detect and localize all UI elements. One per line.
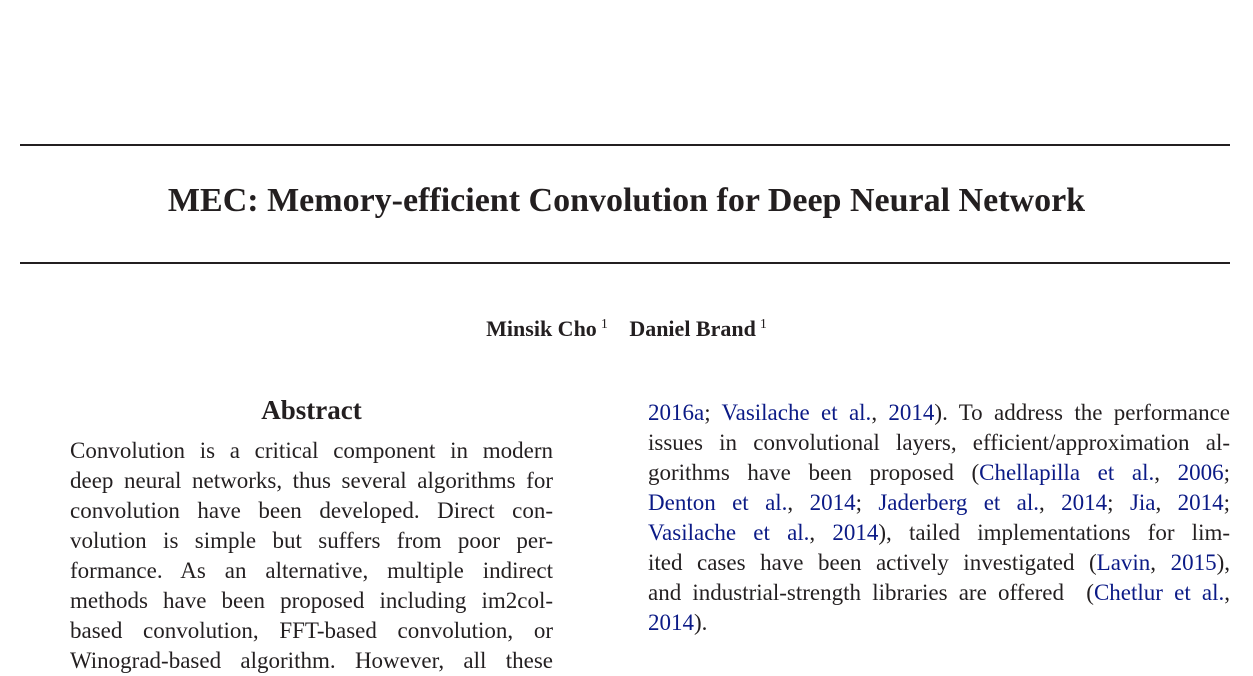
body-text: ,	[809, 520, 833, 545]
citation-link[interactable]: Vasilache et al.	[721, 400, 872, 425]
body-text: issues in convolutional layers, efficien…	[648, 430, 1230, 455]
body-text: ), tailed implementations for lim-	[878, 520, 1231, 545]
abstract-line: deep neural networks, thus several algor…	[70, 468, 553, 493]
body-text: ),	[1216, 550, 1230, 575]
citation-link[interactable]: 2014	[832, 520, 879, 545]
introduction-body: 2016a; Vasilache et al., 2014). To addre…	[648, 398, 1230, 638]
body-text: ,	[871, 400, 889, 425]
abstract-line: formance. As an alternative, multiple in…	[70, 558, 553, 583]
body-text: ,	[1039, 490, 1062, 515]
abstract-line: volution is simple but suffers from poor…	[70, 528, 553, 553]
body-line: and industrial-strength libraries are of…	[648, 578, 1230, 608]
title-rule-bottom	[20, 262, 1230, 264]
citation-link[interactable]: 2014	[888, 400, 935, 425]
body-text: ).	[694, 610, 708, 635]
body-text: ,	[1155, 490, 1178, 515]
body-text: ,	[1224, 580, 1231, 605]
author-name: Daniel Brand	[629, 316, 756, 341]
abstract-line: methods have been proposed including im2…	[70, 588, 553, 613]
citation-link[interactable]: 2006	[1177, 460, 1224, 485]
body-text: ). To address the performance	[934, 400, 1230, 425]
abstract-body: Convolution is a critical component in m…	[70, 436, 553, 676]
body-text: ,	[787, 490, 810, 515]
body-line: ited cases have been actively investigat…	[648, 548, 1230, 578]
body-text: and industrial-strength libraries are of…	[648, 580, 1094, 605]
body-line: 2016a; Vasilache et al., 2014). To addre…	[648, 398, 1230, 428]
abstract-line: Convolution is a critical component in m…	[70, 438, 553, 463]
author-name: Minsik Cho	[486, 316, 597, 341]
abstract-heading: Abstract	[261, 395, 362, 425]
body-line: issues in convolutional layers, efficien…	[648, 428, 1230, 458]
title-rule-top	[20, 144, 1230, 146]
body-text: ited cases have been actively investigat…	[648, 550, 1097, 575]
citation-link[interactable]: 2014	[809, 490, 856, 515]
paper-title: MEC: Memory-efficient Convolution for De…	[167, 182, 1086, 219]
body-text: gorithms have been proposed (	[648, 460, 980, 485]
citation-link[interactable]: Jia	[1129, 490, 1156, 515]
body-line: gorithms have been proposed (Chellapilla…	[648, 458, 1230, 488]
body-text: ,	[1150, 550, 1171, 575]
author-affiliation: 1	[759, 317, 767, 332]
body-line: Denton et al., 2014; Jaderberg et al., 2…	[648, 488, 1230, 518]
citation-link[interactable]: 2016a	[648, 400, 705, 425]
citation-link[interactable]: Jaderberg et al.	[878, 490, 1040, 515]
author-affiliation: 1	[600, 317, 608, 332]
abstract-line: Winograd-based algorithm. However, all t…	[70, 648, 553, 673]
abstract-line: convolution have been developed. Direct …	[70, 498, 553, 523]
body-text: ;	[1223, 490, 1231, 515]
body-text: ;	[855, 490, 879, 515]
body-text: ;	[704, 400, 722, 425]
body-text: ,	[1154, 460, 1178, 485]
citation-link[interactable]: Denton et al.	[648, 490, 788, 515]
body-line: 2014).	[648, 608, 1230, 638]
body-text: ;	[1107, 490, 1130, 515]
abstract-line: based convolution, FFT-based convolution…	[70, 618, 553, 643]
citation-link[interactable]: 2014	[648, 610, 694, 635]
body-line: Vasilache et al., 2014), tailed implemen…	[648, 518, 1230, 548]
citation-link[interactable]: Chellapilla et al.	[979, 460, 1155, 485]
citation-link[interactable]: Lavin	[1096, 550, 1151, 575]
citation-link[interactable]: 2015	[1170, 550, 1217, 575]
citation-link[interactable]: Vasilache et al.	[648, 520, 810, 545]
body-text: ;	[1223, 460, 1231, 485]
citation-link[interactable]: 2014	[1061, 490, 1108, 515]
citation-link[interactable]: 2014	[1177, 490, 1224, 515]
citation-link[interactable]: Chetlur et al.	[1093, 580, 1225, 605]
